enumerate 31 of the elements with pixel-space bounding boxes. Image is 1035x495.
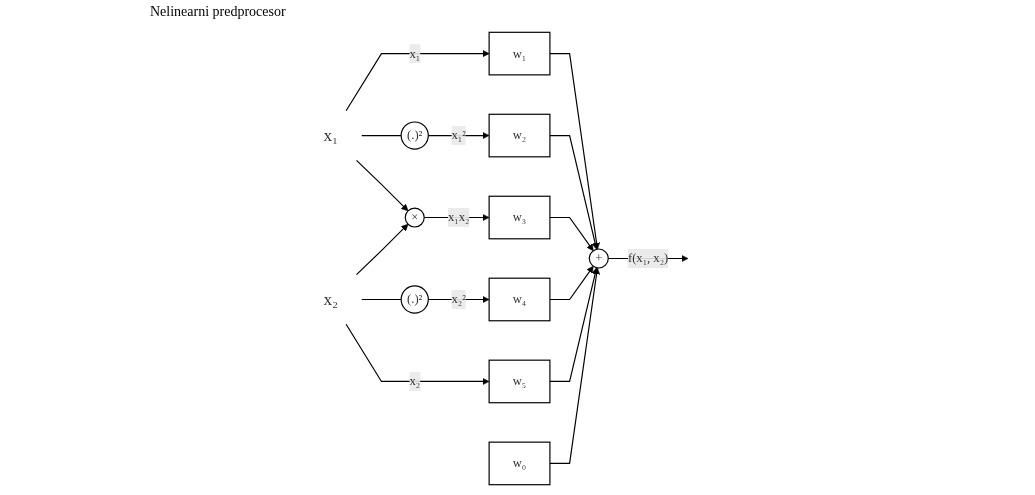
node-box: w₂ xyxy=(488,113,551,158)
node-box: w₀ xyxy=(488,441,551,486)
node-circle: (.)² xyxy=(400,121,429,150)
arrow xyxy=(549,53,600,250)
arrow xyxy=(355,223,409,276)
edge-label: x₁² xyxy=(451,128,466,142)
edge-label: x₁ xyxy=(409,46,421,60)
arrow xyxy=(549,267,600,464)
arrow xyxy=(549,134,599,250)
diagram-label: Nelinearni predprocesor xyxy=(150,4,286,19)
node-box: w₁ xyxy=(488,31,551,76)
node-box: w₄ xyxy=(488,277,551,322)
node-box: w₃ xyxy=(488,195,551,240)
node-box: w₅ xyxy=(488,359,551,404)
node-circle: × xyxy=(404,207,425,228)
edge-label: x₂ xyxy=(409,374,421,388)
arrow xyxy=(345,50,490,112)
edge-label: x₂² xyxy=(451,292,466,306)
node-circle: (.)² xyxy=(400,285,429,314)
connector xyxy=(361,134,402,137)
connector xyxy=(361,298,402,301)
arrow xyxy=(549,216,594,252)
node-text: x₂ xyxy=(323,289,339,310)
arrow xyxy=(355,159,409,212)
node-text: x₁ xyxy=(323,125,339,146)
arrow xyxy=(345,323,490,385)
edge-label: f(x₁, x₂) xyxy=(627,251,669,265)
node-circle: + xyxy=(588,248,609,269)
arrow xyxy=(549,267,599,383)
arrow xyxy=(549,265,594,301)
edge-label: x₁x₂ xyxy=(448,210,470,224)
